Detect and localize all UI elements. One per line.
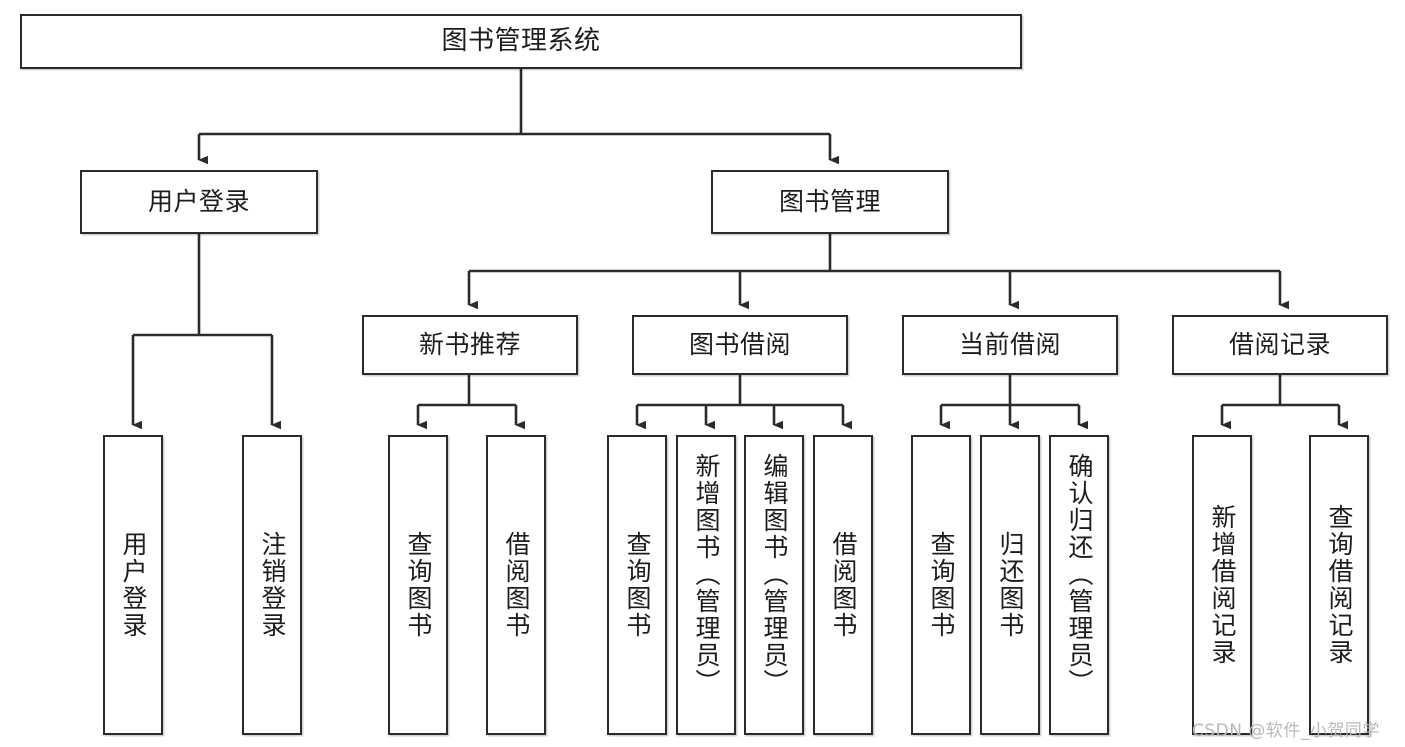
node-root-label: 图书管理系统 xyxy=(441,25,601,56)
node-leaf-query-book-2[interactable]: 查询图书 xyxy=(607,435,667,735)
node-leaf-confirm-return[interactable]: 确认归还（管理员） xyxy=(1049,435,1109,735)
node-leaf-add-record-label: 新增借阅记录 xyxy=(1208,504,1237,666)
node-leaf-add-book-label: 新增图书（管理员） xyxy=(692,453,721,696)
node-leaf-return-book-label: 归还图书 xyxy=(996,531,1025,639)
node-new-book-recommend[interactable]: 新书推荐 xyxy=(362,315,578,375)
node-user-login[interactable]: 用户登录 xyxy=(80,170,318,234)
node-leaf-edit-book-label: 编辑图书（管理员） xyxy=(760,453,789,696)
node-book-borrow-label: 图书借阅 xyxy=(688,329,791,359)
node-book-borrow[interactable]: 图书借阅 xyxy=(632,315,848,375)
node-leaf-logout[interactable]: 注销登录 xyxy=(242,435,302,735)
node-leaf-query-record-label: 查询借阅记录 xyxy=(1325,504,1354,666)
node-book-manage[interactable]: 图书管理 xyxy=(711,170,949,234)
node-leaf-query-record[interactable]: 查询借阅记录 xyxy=(1309,435,1369,735)
node-leaf-borrow-book-1[interactable]: 借阅图书 xyxy=(486,435,546,735)
node-current-borrow[interactable]: 当前借阅 xyxy=(902,315,1118,375)
node-user-login-label: 用户登录 xyxy=(147,186,250,216)
node-current-borrow-label: 当前借阅 xyxy=(958,329,1061,359)
node-borrow-record-label: 借阅记录 xyxy=(1228,329,1331,359)
node-leaf-confirm-return-label: 确认归还（管理员） xyxy=(1065,453,1094,696)
node-leaf-borrow-book-1-label: 借阅图书 xyxy=(502,531,531,639)
node-new-book-recommend-label: 新书推荐 xyxy=(418,329,521,359)
node-leaf-query-book-3-label: 查询图书 xyxy=(927,531,956,639)
node-leaf-query-book-2-label: 查询图书 xyxy=(623,531,652,639)
node-leaf-query-book-1[interactable]: 查询图书 xyxy=(388,435,448,735)
node-leaf-user-login[interactable]: 用户登录 xyxy=(103,435,163,735)
node-root[interactable]: 图书管理系统 xyxy=(20,14,1022,69)
node-leaf-user-login-label: 用户登录 xyxy=(119,531,148,639)
node-leaf-logout-label: 注销登录 xyxy=(258,531,287,639)
csdn-watermark: CSDN @软件_小贺同学 xyxy=(1192,721,1380,741)
node-leaf-query-book-3[interactable]: 查询图书 xyxy=(911,435,971,735)
node-leaf-return-book[interactable]: 归还图书 xyxy=(980,435,1040,735)
node-leaf-borrow-book-2-label: 借阅图书 xyxy=(829,531,858,639)
node-leaf-edit-book[interactable]: 编辑图书（管理员） xyxy=(744,435,804,735)
node-leaf-query-book-1-label: 查询图书 xyxy=(404,531,433,639)
node-leaf-borrow-book-2[interactable]: 借阅图书 xyxy=(813,435,873,735)
node-leaf-add-book[interactable]: 新增图书（管理员） xyxy=(676,435,736,735)
node-borrow-record[interactable]: 借阅记录 xyxy=(1172,315,1388,375)
node-book-manage-label: 图书管理 xyxy=(778,186,881,216)
node-leaf-add-record[interactable]: 新增借阅记录 xyxy=(1192,435,1252,735)
